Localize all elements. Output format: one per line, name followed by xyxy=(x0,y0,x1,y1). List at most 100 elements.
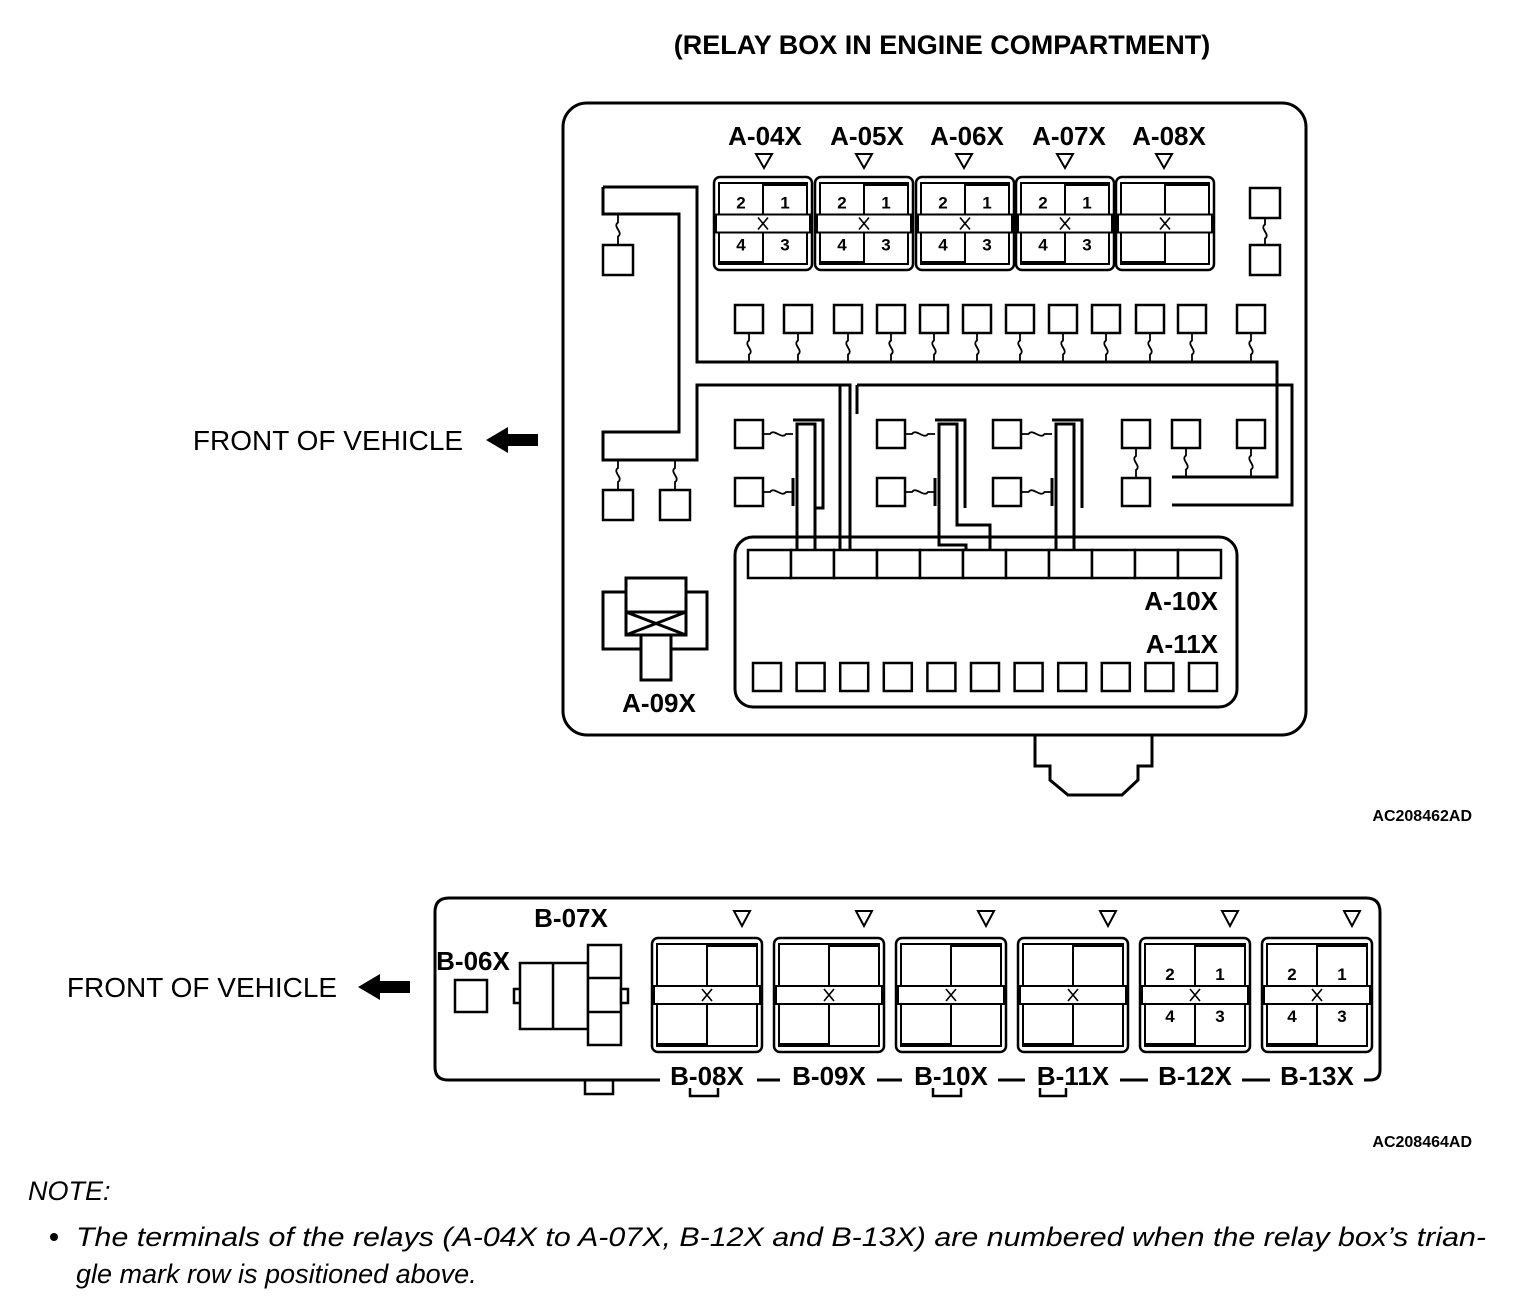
triangle-mark-icon xyxy=(1098,910,1118,929)
connector-cell xyxy=(1187,661,1219,693)
fuse-link xyxy=(746,333,752,362)
relay-socket-outline xyxy=(914,175,1016,272)
relay-terminal-number: 2 xyxy=(938,194,947,213)
fuse xyxy=(1235,303,1267,335)
triangle-mark-icon xyxy=(1342,910,1362,929)
relay-terminal-number: 1 xyxy=(1082,194,1091,213)
relay-socket-b-10x xyxy=(894,936,1008,1054)
relay-terminal-number: 3 xyxy=(1215,1007,1224,1026)
fuse-row-a xyxy=(733,303,1267,335)
connector-cell xyxy=(969,661,1001,693)
connector-cell xyxy=(1056,661,1088,693)
triangle-mark-icon xyxy=(954,153,974,171)
bullet-icon xyxy=(50,1233,58,1241)
relay-terminal-number: 1 xyxy=(1215,965,1224,984)
relay-socket-a-08x xyxy=(1114,175,1216,272)
left-arrow-icon xyxy=(358,974,410,1000)
relay-x-mark xyxy=(1067,988,1079,1002)
fuse xyxy=(1134,303,1166,335)
note-heading: NOTE: xyxy=(28,1176,111,1206)
fuse-link xyxy=(1262,218,1268,245)
relay-socket-a-07x: 2 1 4 3 xyxy=(1014,175,1116,272)
connector-cell xyxy=(1013,661,1044,693)
relay-socket-outline xyxy=(1016,936,1130,1054)
relay-label-b06x: B-06X xyxy=(436,946,510,976)
relay-terminal-number: 3 xyxy=(982,236,991,255)
connector-cell xyxy=(1100,661,1132,693)
diagram-title: (RELAY BOX IN ENGINE COMPARTMENT) xyxy=(674,30,1211,60)
relay-x-mark xyxy=(757,216,769,231)
fuse xyxy=(733,303,765,335)
terminal-boxes-a xyxy=(601,186,1282,522)
fuse-link xyxy=(795,333,801,362)
triangle-mark-icon xyxy=(1220,910,1240,929)
connector-cell xyxy=(795,661,826,693)
relay-terminal-number: 3 xyxy=(780,236,789,255)
fuse xyxy=(832,303,864,335)
relay-terminal-number: 4 xyxy=(1038,236,1048,255)
fuse-link xyxy=(1060,333,1066,362)
connector-b07x xyxy=(512,943,630,1047)
relay-terminal-number: 2 xyxy=(1038,194,1047,213)
relay-x-mark xyxy=(959,216,971,231)
front-of-vehicle-label: FRONT OF VEHICLE xyxy=(193,425,463,456)
relay-socket-outline xyxy=(1138,936,1252,1054)
triangle-mark-icon xyxy=(1055,153,1075,171)
fuse xyxy=(1090,303,1122,335)
connector-cell xyxy=(918,548,965,580)
relay-x-mark xyxy=(1159,216,1171,231)
relay-terminal-number: 1 xyxy=(780,194,789,213)
fuse-link xyxy=(615,214,621,245)
relay-socket-outline xyxy=(712,175,814,272)
relay-label-a09x: A-09X xyxy=(622,688,696,718)
relay-socket-outline xyxy=(772,936,886,1054)
fuse-link xyxy=(1189,333,1195,362)
relay-socket-outline xyxy=(813,175,915,272)
fuse xyxy=(918,303,950,335)
note-line-1: The terminals of the relays (A-04X to A-… xyxy=(76,1222,1486,1252)
triangle-mark-icon xyxy=(732,910,752,929)
left-wiring-bracket xyxy=(601,185,1294,574)
relay-label-b-08x: B-08X xyxy=(670,1061,744,1091)
fuse-link xyxy=(1103,333,1109,362)
relay-terminal-number: 3 xyxy=(1082,236,1091,255)
relay-terminal-number: 4 xyxy=(837,236,847,255)
fuse xyxy=(961,303,993,335)
connector-cell xyxy=(1047,548,1094,580)
triangle-mark-icon xyxy=(976,910,996,929)
connector-cell xyxy=(832,548,879,580)
note-line-2: gle mark row is positioned above. xyxy=(76,1259,477,1289)
relay-terminal-number: 3 xyxy=(881,236,890,255)
relay-label-b-09x: B-09X xyxy=(792,1061,866,1091)
relay-label-a07x: A-07X xyxy=(1032,121,1106,151)
relay-label-a04x: A-04X xyxy=(728,121,802,151)
connector-cell xyxy=(875,548,922,580)
relay-socket-b-08x xyxy=(650,936,764,1054)
relay-a09x xyxy=(601,576,709,682)
relay-socket-outline xyxy=(650,936,764,1054)
fuse-link xyxy=(763,431,793,437)
housing-connector-tab xyxy=(1033,735,1154,797)
fuse-link xyxy=(763,489,793,495)
mid-fuses-a xyxy=(733,418,1267,508)
relay-socket-outline xyxy=(1260,936,1374,1054)
relay-terminal-number: 1 xyxy=(1337,965,1346,984)
relay-box-housing xyxy=(561,101,1308,737)
connector-cell xyxy=(1133,548,1180,580)
relay-socket-outline xyxy=(1014,175,1116,272)
relay-terminal-number: 4 xyxy=(938,236,948,255)
fuse-link xyxy=(1248,448,1254,477)
fuse-link xyxy=(1183,448,1189,477)
fuse xyxy=(875,303,907,335)
front-of-vehicle-label-b: FRONT OF VEHICLE xyxy=(67,972,337,1003)
relay-label-group-a: A-04X A-05X A-06X A-07X A-08X xyxy=(728,121,1207,171)
relay-box-housing-b xyxy=(433,896,1382,1082)
relay-socket-outline xyxy=(1114,175,1216,272)
bracket-marks-b xyxy=(688,1088,1068,1098)
fuse-link xyxy=(1133,448,1139,478)
fuse-link xyxy=(905,489,935,495)
relay-label-b-10x: B-10X xyxy=(914,1061,988,1091)
figure-code-b: AC208464AD xyxy=(1372,1134,1472,1151)
